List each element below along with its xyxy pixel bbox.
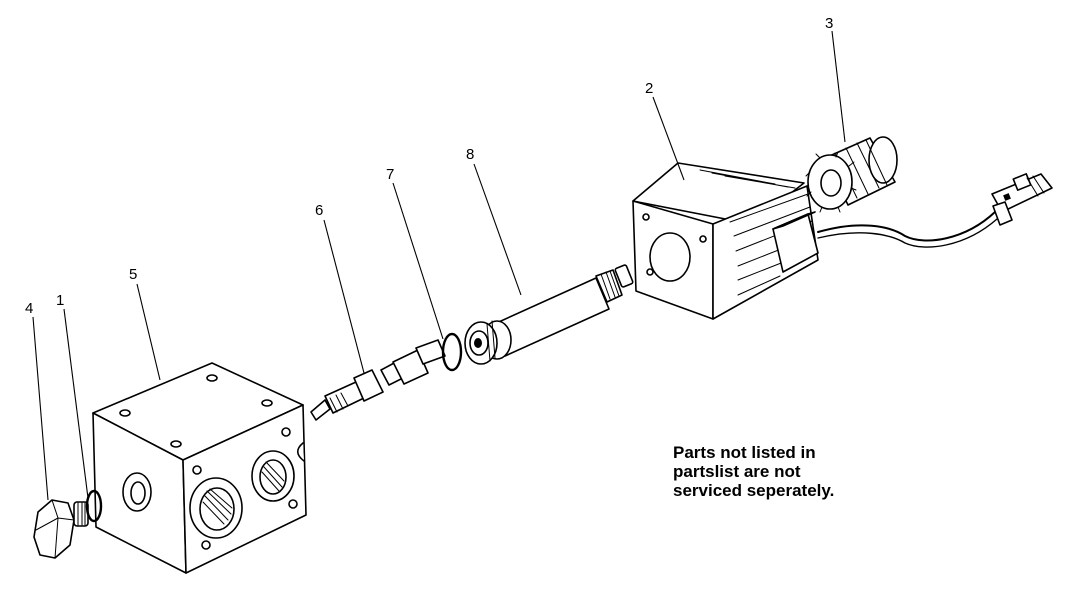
valve-block-part-5 [92,362,307,574]
note-line-3: serviced seperately. [673,481,834,500]
callout-leaders [32,30,846,501]
callout-8: 8 [466,146,474,163]
spool-part-6 [310,339,446,421]
note-line-1: Parts not listed in [673,443,816,462]
callout-5: 5 [129,266,137,283]
note-line-2: partslist are not [673,462,801,481]
solenoid-coil-part-2 [632,162,819,320]
callout-4: 4 [25,300,33,317]
knurled-nut-part-3 [805,136,898,213]
callout-2: 2 [645,80,653,97]
o-ring-part-1 [85,489,103,523]
callout-3: 3 [825,15,833,32]
hex-plug-part-4 [33,499,89,559]
cartridge-tube-part-8 [464,264,634,365]
callout-7: 7 [386,166,394,183]
callout-1: 1 [56,292,64,309]
service-note: Parts not listed in partslist are not se… [673,443,834,500]
seal-ring-part-7 [441,332,463,372]
coil-cable [817,211,998,248]
callout-6: 6 [315,202,323,219]
cable-connector-plug [991,173,1053,226]
